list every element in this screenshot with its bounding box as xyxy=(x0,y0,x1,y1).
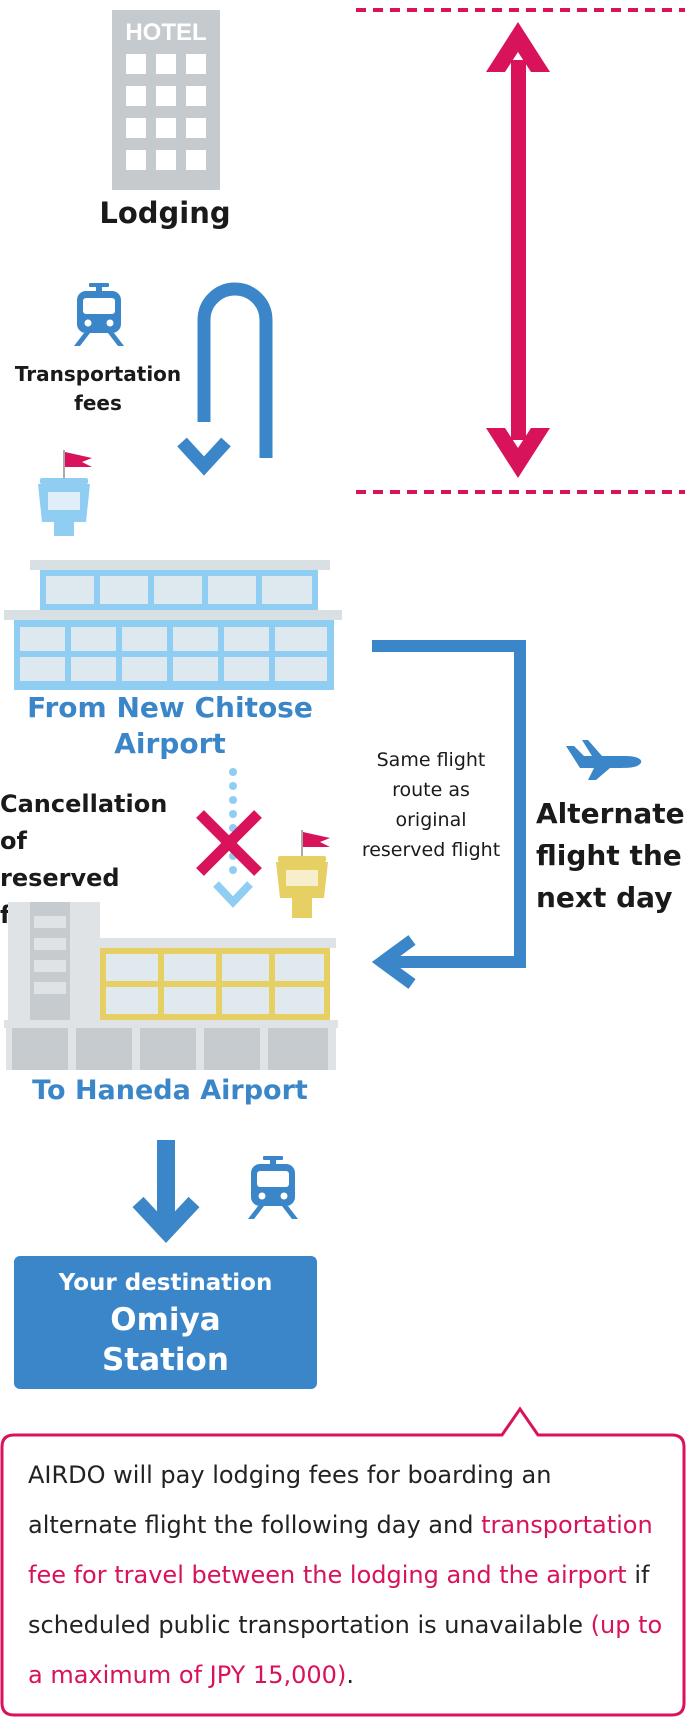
lodging-label: Lodging xyxy=(99,196,231,230)
hotel-sign: HOTEL xyxy=(125,19,206,46)
train-icon xyxy=(74,283,124,346)
destination-name: Omiya Station xyxy=(102,1302,229,1378)
airplane-icon xyxy=(566,740,642,780)
note-callout-frame xyxy=(0,1406,686,1717)
reimbursement-note: AIRDO will pay lodging fees for boarding… xyxy=(28,1461,663,1689)
cancelled-route-icon xyxy=(196,768,262,908)
double-arrow-icon xyxy=(486,22,550,478)
origin-airport-label: From New Chitose Airport xyxy=(27,691,313,760)
alternate-flight-label: Alternate flight the next day xyxy=(536,797,685,914)
note-highlight-transport: transportation fee for travel between th… xyxy=(28,1511,653,1589)
new-chitose-airport-icon xyxy=(4,450,342,690)
transportation-fees-label: Transportation fees xyxy=(14,362,182,415)
down-arrow-icon xyxy=(132,1140,200,1243)
duration-indicator xyxy=(356,8,685,494)
hotel-icon: HOTEL xyxy=(112,10,220,190)
note-highlight-maximum: (up to a maximum of JPY 15,000) xyxy=(28,1611,663,1689)
destination-box: Your destination Omiya Station xyxy=(14,1256,317,1389)
train-icon-bottom xyxy=(248,1156,298,1219)
same-route-note: Same flight route as original reserved f… xyxy=(361,749,501,861)
u-turn-arrow-icon xyxy=(177,282,273,476)
haneda-airport-icon xyxy=(4,830,338,1070)
cross-icon xyxy=(196,810,262,876)
destination-subtitle: Your destination xyxy=(58,1270,273,1296)
alternate-route-arrow-icon xyxy=(371,640,526,989)
destination-airport-label: To Haneda Airport xyxy=(32,1075,308,1106)
